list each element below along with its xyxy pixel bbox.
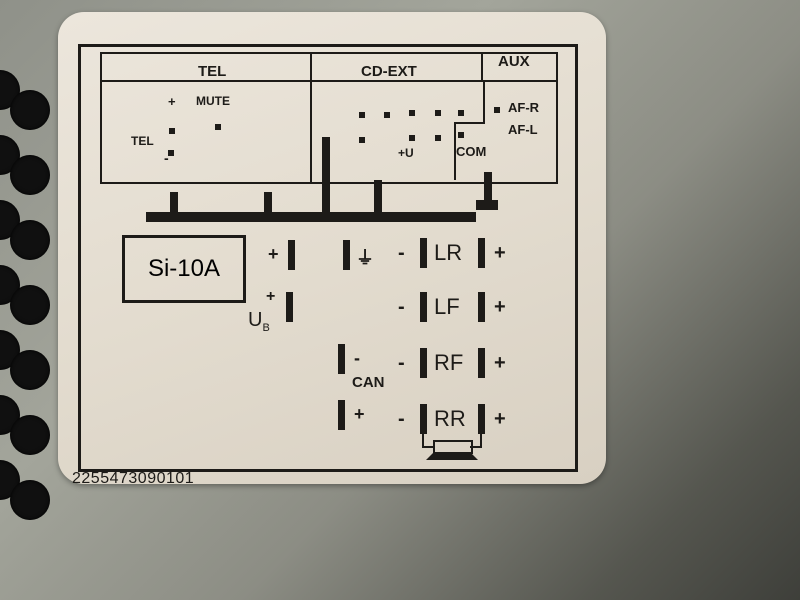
af-l-label: AF-L — [508, 122, 538, 137]
wiring-label-sticker: TEL CD-EXT AUX + MUTE TEL - +U COM AF-R … — [58, 12, 606, 484]
af-r-label: AF-R — [508, 100, 540, 115]
fuse-label: Si-10A — [147, 255, 221, 282]
section-title-tel: TEL — [198, 63, 227, 80]
connector-comb — [146, 212, 476, 222]
tel-label: TEL — [131, 134, 154, 148]
serial-number: 2255473090101 — [72, 470, 195, 487]
ub-pin-label: +U — [398, 146, 414, 160]
outer-outline — [78, 44, 578, 472]
com-label: COM — [456, 144, 487, 159]
casing-vent-holes — [0, 60, 60, 600]
ub-label: UB — [248, 309, 270, 334]
fuse-box: Si-10A — [122, 235, 246, 303]
can-label: CAN — [352, 374, 385, 391]
section-title-aux: AUX — [498, 53, 530, 70]
mute-label: MUTE — [196, 94, 230, 108]
ground-icon: ⏚ — [356, 248, 374, 268]
section-title-cd-ext: CD-EXT — [361, 63, 417, 80]
